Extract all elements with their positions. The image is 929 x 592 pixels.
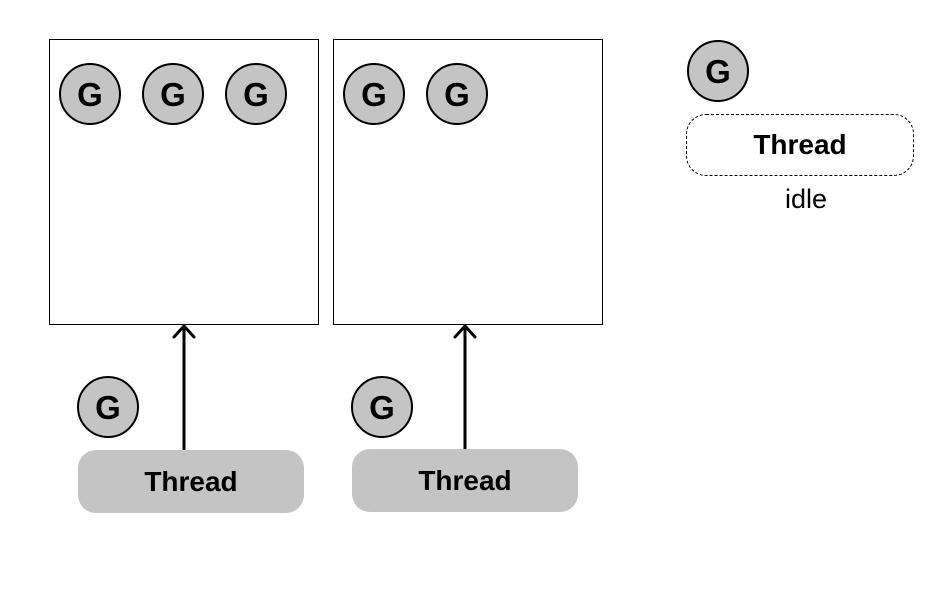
queued-goroutine: G [59,63,121,125]
idle-thread: Thread [686,114,914,176]
idle-caption: idle [784,184,828,214]
running-goroutine-2: G [351,376,413,438]
run-queue-2: G G [333,39,603,325]
queued-goroutine: G [343,63,405,125]
queued-goroutine: G [225,63,287,125]
idle-goroutine: G [687,40,749,102]
thread-1: Thread [78,450,304,513]
running-goroutine-1: G [77,376,139,438]
queued-goroutine: G [142,63,204,125]
run-queue-1: G G G [49,39,319,325]
arrow-thread-1-to-queue-1 [172,324,196,452]
queued-goroutine: G [426,63,488,125]
thread-2: Thread [352,449,578,512]
arrow-thread-2-to-queue-2 [453,324,477,452]
